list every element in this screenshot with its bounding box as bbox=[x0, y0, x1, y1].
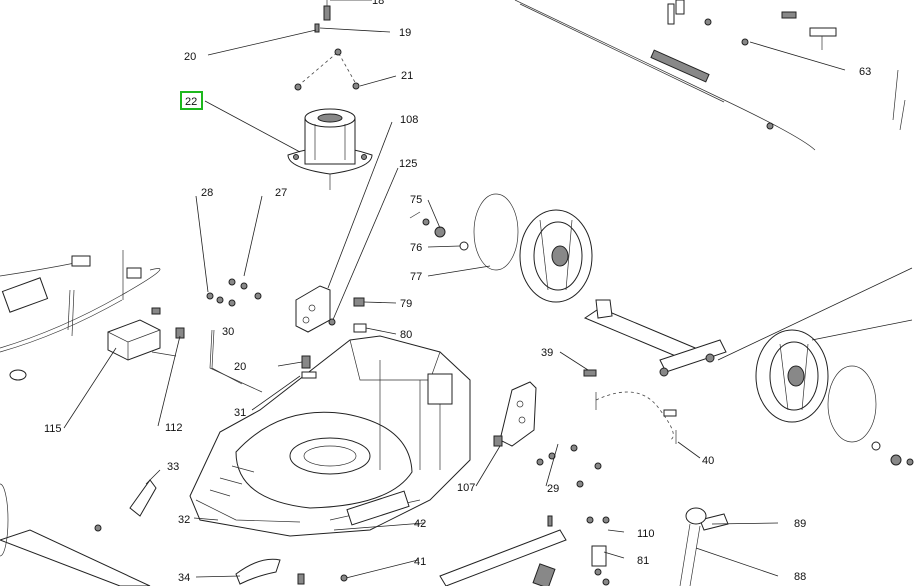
label-22[interactable]: 22 bbox=[185, 96, 197, 108]
part-30 bbox=[209, 329, 263, 393]
motor-mount-screws bbox=[207, 0, 391, 56]
label-20-top[interactable]: 20 bbox=[184, 51, 196, 63]
rear-axle bbox=[583, 299, 727, 377]
label-29[interactable]: 29 bbox=[547, 483, 559, 495]
motor-bracket bbox=[294, 48, 397, 91]
label-33[interactable]: 33 bbox=[167, 461, 179, 473]
handle-bracket-left bbox=[295, 121, 399, 333]
height-adjust-parts bbox=[559, 351, 701, 459]
label-76[interactable]: 76 bbox=[410, 242, 422, 254]
label-107[interactable]: 107 bbox=[457, 482, 475, 494]
throttle-cable bbox=[514, 0, 906, 151]
label-27[interactable]: 27 bbox=[275, 187, 287, 199]
label-75[interactable]: 75 bbox=[410, 194, 422, 206]
parts-79-80 bbox=[353, 297, 397, 335]
label-32[interactable]: 32 bbox=[178, 514, 190, 526]
label-79[interactable]: 79 bbox=[400, 298, 412, 310]
part-112 bbox=[151, 327, 185, 427]
label-42[interactable]: 42 bbox=[414, 518, 426, 530]
mower-deck bbox=[189, 335, 471, 537]
label-108[interactable]: 108 bbox=[400, 114, 418, 126]
motor-part-22[interactable] bbox=[204, 100, 373, 190]
label-20-mid[interactable]: 20 bbox=[234, 361, 246, 373]
wheel-77 bbox=[409, 193, 593, 303]
label-115[interactable]: 115 bbox=[44, 423, 62, 435]
fasteners-29 bbox=[536, 443, 602, 488]
label-31[interactable]: 31 bbox=[234, 407, 246, 419]
label-80[interactable]: 80 bbox=[400, 329, 412, 341]
part-20-31 bbox=[277, 355, 317, 379]
label-81[interactable]: 81 bbox=[637, 555, 649, 567]
control-box-115 bbox=[63, 307, 161, 429]
label-34[interactable]: 34 bbox=[178, 572, 190, 584]
handle-bracket-right bbox=[475, 381, 537, 487]
label-125[interactable]: 125 bbox=[399, 158, 417, 170]
highlight-box-22 bbox=[180, 91, 203, 110]
handle-left-lower bbox=[0, 469, 419, 586]
label-110[interactable]: 110 bbox=[637, 528, 655, 540]
label-89[interactable]: 89 bbox=[794, 518, 806, 530]
handle-lower bbox=[439, 507, 779, 586]
label-63[interactable]: 63 bbox=[859, 66, 871, 78]
label-30[interactable]: 30 bbox=[222, 326, 234, 338]
label-28[interactable]: 28 bbox=[201, 187, 213, 199]
label-19[interactable]: 19 bbox=[399, 27, 411, 39]
label-88[interactable]: 88 bbox=[794, 571, 806, 583]
label-18[interactable]: 18 bbox=[372, 0, 384, 7]
label-77[interactable]: 77 bbox=[410, 271, 422, 283]
wire-harness bbox=[0, 250, 161, 381]
label-41[interactable]: 41 bbox=[414, 556, 426, 568]
label-112[interactable]: 112 bbox=[165, 422, 183, 434]
label-39[interactable]: 39 bbox=[541, 347, 553, 359]
label-40[interactable]: 40 bbox=[702, 455, 714, 467]
fasteners-27-28 bbox=[195, 195, 263, 307]
label-21[interactable]: 21 bbox=[401, 70, 413, 82]
wheel-right bbox=[717, 267, 914, 466]
